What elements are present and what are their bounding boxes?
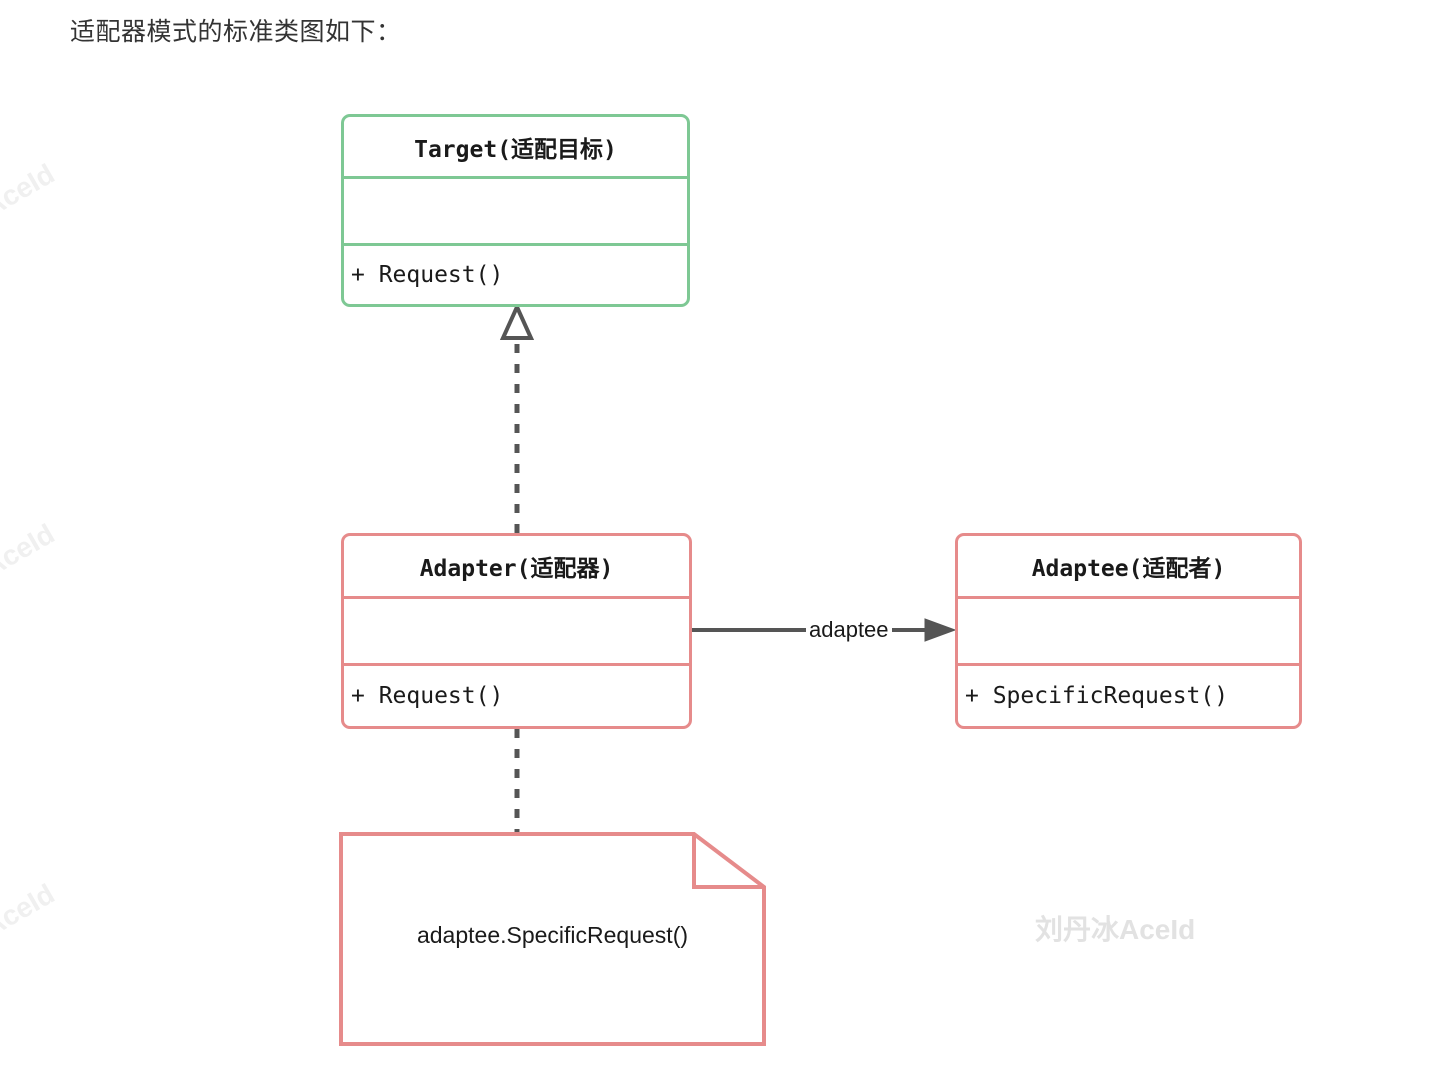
note-text: adaptee.SpecificRequest() bbox=[416, 922, 689, 948]
class-attributes-target bbox=[344, 176, 687, 243]
watermark-left-2: AceId bbox=[0, 517, 60, 583]
hollow-triangle-arrowhead-icon bbox=[499, 302, 535, 340]
watermark-left-3: AceId bbox=[0, 877, 60, 943]
class-operation-target-request: + Request() bbox=[344, 243, 687, 304]
class-box-target[interactable]: Target(适配目标) + Request() bbox=[341, 114, 690, 307]
class-title-adapter: Adapter(适配器) bbox=[419, 556, 614, 582]
note-box-adapter-body[interactable]: adaptee.SpecificRequest() bbox=[341, 833, 764, 1045]
realization-adapter-target bbox=[499, 302, 535, 533]
class-attributes-adapter bbox=[344, 596, 689, 663]
class-operation-adapter-request: + Request() bbox=[344, 663, 689, 726]
filled-arrowhead-icon bbox=[924, 618, 957, 642]
class-box-adaptee[interactable]: Adaptee(适配者) + SpecificRequest() bbox=[955, 533, 1302, 729]
watermark-left-1: AceId bbox=[0, 157, 60, 223]
class-operation-adaptee-specific-request: + SpecificRequest() bbox=[958, 663, 1299, 726]
class-title-target: Target(适配目标) bbox=[414, 136, 617, 163]
page-title: 适配器模式的标准类图如下： bbox=[70, 18, 402, 46]
class-title-adaptee: Adaptee(适配者) bbox=[1031, 556, 1226, 582]
class-box-adapter[interactable]: Adapter(适配器) + Request() bbox=[341, 533, 692, 729]
watermark-author: 刘丹冰AceId bbox=[1035, 914, 1196, 945]
class-attributes-adaptee bbox=[958, 596, 1299, 663]
association-label-adaptee: adaptee bbox=[806, 617, 892, 643]
